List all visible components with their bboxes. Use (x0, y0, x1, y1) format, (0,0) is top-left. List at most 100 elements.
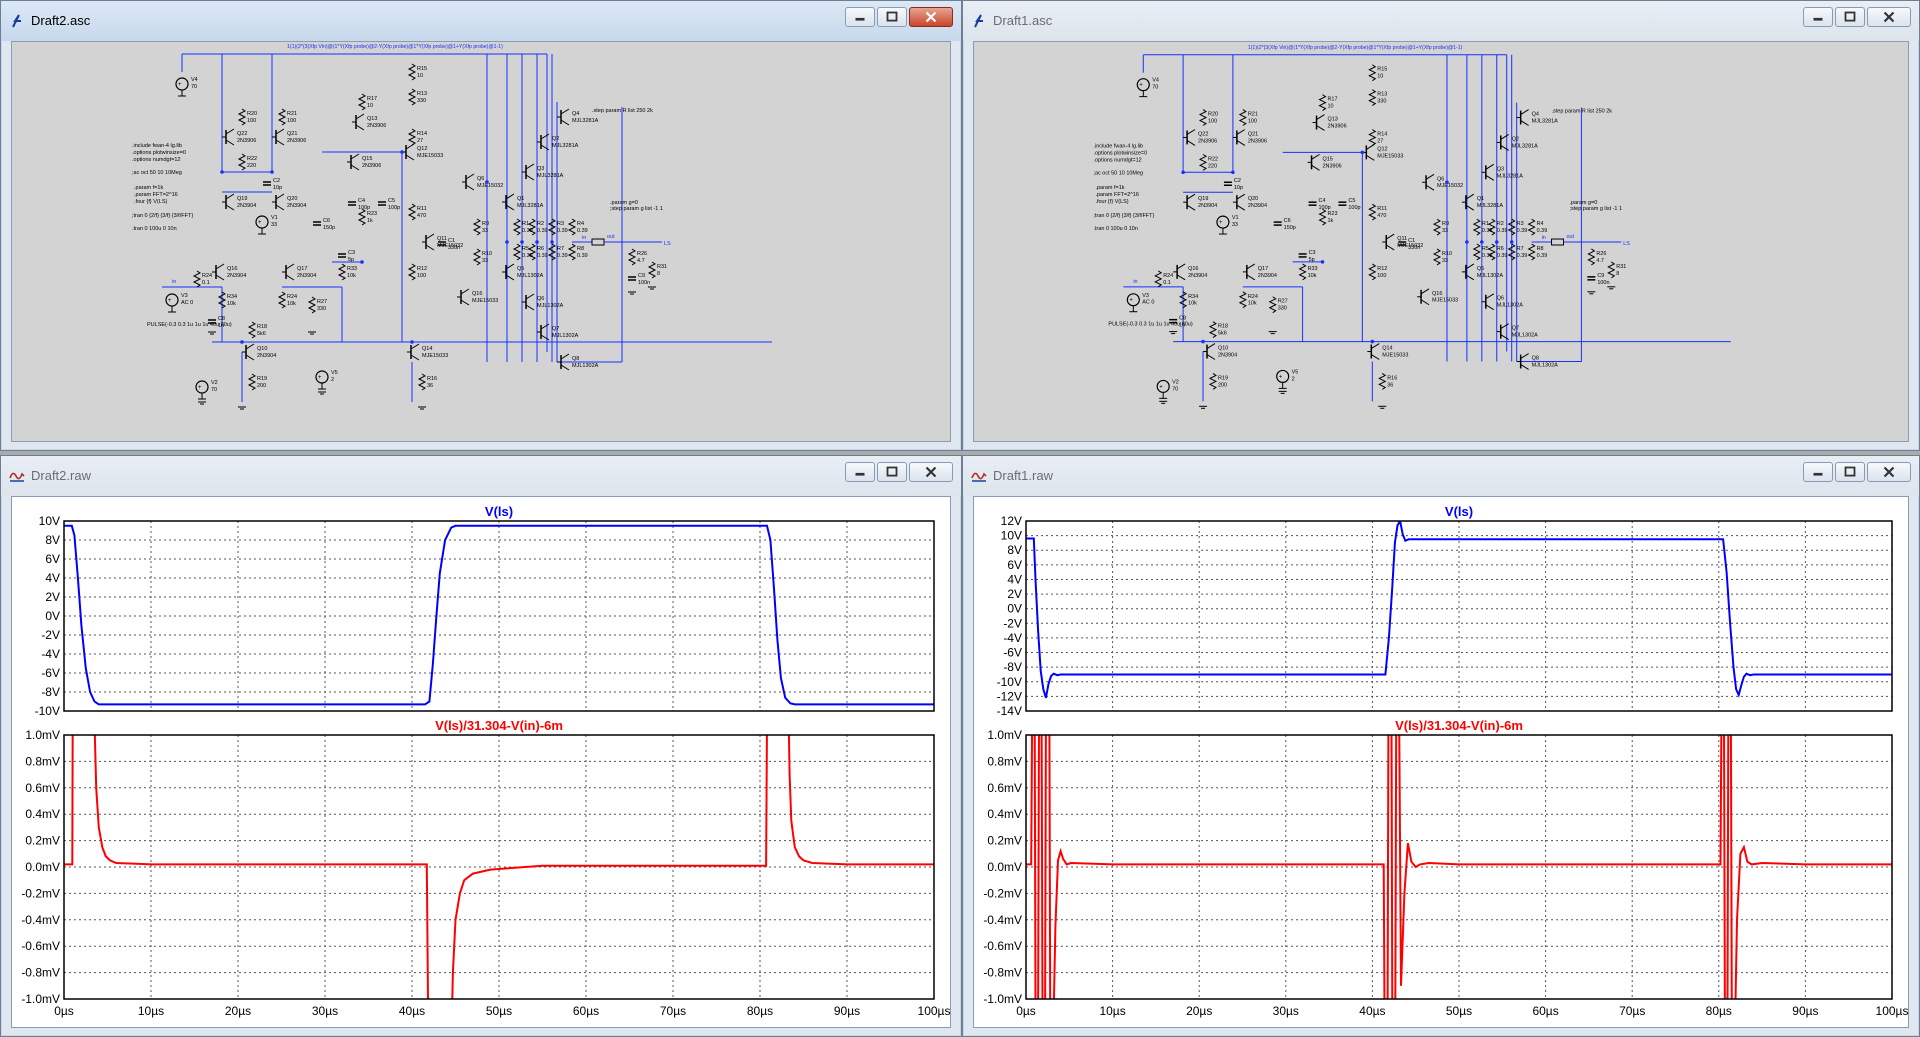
schematic-canvas[interactable]: 1(1)(2*(3(Xfp Vin)@(1*Y(Xfp probe)@2-Y(X… (11, 41, 951, 442)
x-tick-label: 20µs (1186, 1004, 1212, 1018)
maximize-button[interactable] (1835, 7, 1865, 27)
plot-panes[interactable]: 10V8V6V4V2V0V-2V-4V-6V-8V-10VV(ls)1.0mV0… (12, 497, 951, 1028)
x-tick-label: 70µs (1619, 1004, 1645, 1018)
schematic-text: R15 (417, 66, 427, 72)
schematic-text: + (258, 220, 262, 226)
plot-pane-bottom[interactable]: 1.0mV0.8mV0.6mV0.4mV0.2mV0.0mV-0.2mV-0.4… (21, 718, 950, 1018)
schematic-text: V2 (211, 380, 218, 386)
schematic-text: Q3 (1497, 166, 1504, 172)
y-tick-label: 0.8mV (987, 754, 1022, 768)
schematic-text: 10k (1248, 301, 1257, 307)
schematic-text: 1n (1179, 323, 1185, 329)
schematic-text: R7 (1517, 246, 1524, 252)
schematic-text: 0.39 (1537, 253, 1548, 259)
waveform-viewer-icon (971, 472, 987, 482)
schematic-text: R24 (1248, 294, 1258, 300)
y-tick-label: -4V (1003, 631, 1022, 645)
schematic-text: 70 (191, 84, 197, 90)
y-tick-label: -0.6mV (21, 939, 60, 953)
trace-label[interactable]: V(ls) (485, 504, 513, 519)
y-tick-label: -1.0mV (983, 992, 1022, 1006)
schematic-text: C9 (1597, 273, 1604, 279)
schematic-text: + (318, 375, 322, 381)
schematic-text: MJE15032 (477, 183, 503, 189)
schematic-text: MJL3281A (552, 143, 579, 149)
schematic-text: 10 (367, 103, 373, 109)
schematic-text: 0.39 (557, 253, 568, 259)
schematic-text: ;step param g list -1 1 (610, 206, 663, 212)
schematic-text: Q20 (1248, 196, 1258, 202)
schematic-text: 0.39 (577, 228, 588, 234)
schematic-text: R20 (247, 111, 257, 117)
schematic-window-draft1[interactable]: Draft1.asc 1(1)(2*(3(Xfp Vin)@(1*Y(Xfp p… (962, 0, 1920, 451)
maximize-button[interactable] (877, 7, 907, 27)
schematic-text: 10k (347, 273, 356, 279)
schematic-text: MJL1302A (517, 273, 544, 279)
ltspice-schematic-icon (12, 14, 21, 28)
schematic-label-top: 1(1)(2*(3(Xfp Vin)@(1*Y(Xfp probe)@2-Y(X… (1248, 45, 1463, 51)
schematic-text: 0.39 (577, 253, 588, 259)
close-button[interactable] (909, 7, 953, 27)
schematic-text: 2N3906 (1198, 138, 1217, 144)
trace-label[interactable]: V(ls) (1445, 504, 1473, 519)
titlebar[interactable]: Draft1.asc (963, 1, 1919, 41)
schematic-text: Q19 (1198, 196, 1208, 202)
y-tick-label: 4V (1007, 572, 1022, 586)
minimize-button[interactable] (1803, 7, 1833, 27)
schematic-text: Q10 (257, 346, 267, 352)
titlebar[interactable]: Draft1.raw (963, 456, 1919, 496)
plot-panes[interactable]: 12V10V8V6V4V2V0V-2V-4V-6V-8V-10V-12V-14V… (974, 497, 1909, 1028)
x-tick-label: 40µs (399, 1004, 425, 1018)
schematic-text: R2 (1497, 221, 1504, 227)
y-tick-label: 0.0mV (987, 860, 1022, 874)
trace-label[interactable]: V(ls)/31.304-V(in)-6m (1395, 718, 1523, 733)
schematic-text: 27 (417, 138, 423, 144)
schematic-text: C5 (1348, 198, 1355, 204)
trace-label[interactable]: V(ls)/31.304-V(in)-6m (435, 718, 563, 733)
schematic-text: LS (1623, 241, 1630, 247)
y-tick-label: -0.4mV (983, 913, 1022, 927)
schematic-text: MJL3281A (517, 203, 544, 209)
x-tick-label: 30µs (312, 1004, 338, 1018)
schematic-text: R24 (287, 294, 297, 300)
x-tick-label: 10µs (138, 1004, 164, 1018)
plot-pane-bottom[interactable]: 1.0mV0.8mV0.6mV0.4mV0.2mV0.0mV-0.2mV-0.4… (983, 718, 1908, 1018)
schematic-text: 100 (1248, 119, 1257, 125)
schematic-text: 330 (317, 306, 326, 312)
maximize-button[interactable] (877, 462, 907, 482)
plot-pane-top[interactable]: 12V10V8V6V4V2V0V-2V-4V-6V-8V-10V-12V-14V… (997, 504, 1893, 718)
titlebar[interactable]: Draft2.asc (1, 1, 961, 41)
schematic-canvas[interactable]: 1(1)(2*(3(Xfp Vin)@(1*Y(Xfp probe)@2-Y(X… (973, 41, 1909, 442)
y-tick-label: 10V (1001, 529, 1022, 543)
schematic-text: Q15 (1323, 156, 1333, 162)
close-button[interactable] (1867, 7, 1911, 27)
close-button[interactable] (1867, 462, 1911, 482)
schematic-text: R8 (1537, 246, 1544, 252)
schematic-text: R14 (1377, 131, 1387, 137)
window-title: Draft1.asc (993, 13, 1053, 28)
minimize-button[interactable] (845, 462, 875, 482)
minimize-button[interactable] (845, 7, 875, 27)
schematic-text: 0.39 (1482, 253, 1493, 259)
schematic-text: 1k (1327, 218, 1333, 224)
schematic-text: ;tran 0 {2/f} {3/f} {3/f/FFT} (1093, 213, 1154, 219)
close-button[interactable] (909, 462, 953, 482)
schematic-text: 10p (273, 185, 282, 191)
maximize-button[interactable] (1835, 462, 1865, 482)
trace-top[interactable] (1026, 521, 1892, 699)
ltspice-schematic-icon (974, 14, 983, 28)
schematic-text: 100 (1377, 273, 1386, 279)
trace-top[interactable] (64, 524, 934, 706)
titlebar[interactable]: Draft2.raw (1, 456, 961, 496)
trace-bottom[interactable] (64, 722, 934, 1012)
schematic-text: 100n (1597, 280, 1609, 286)
trace-bottom[interactable] (1026, 722, 1892, 1012)
x-tick-label: 90µs (1792, 1004, 1818, 1018)
minimize-button[interactable] (1803, 462, 1833, 482)
schematic-window-draft2[interactable]: Draft2.asc 1(1)(2*(3(Xfp Vin)@(1*Y(Xfp p… (0, 0, 962, 451)
